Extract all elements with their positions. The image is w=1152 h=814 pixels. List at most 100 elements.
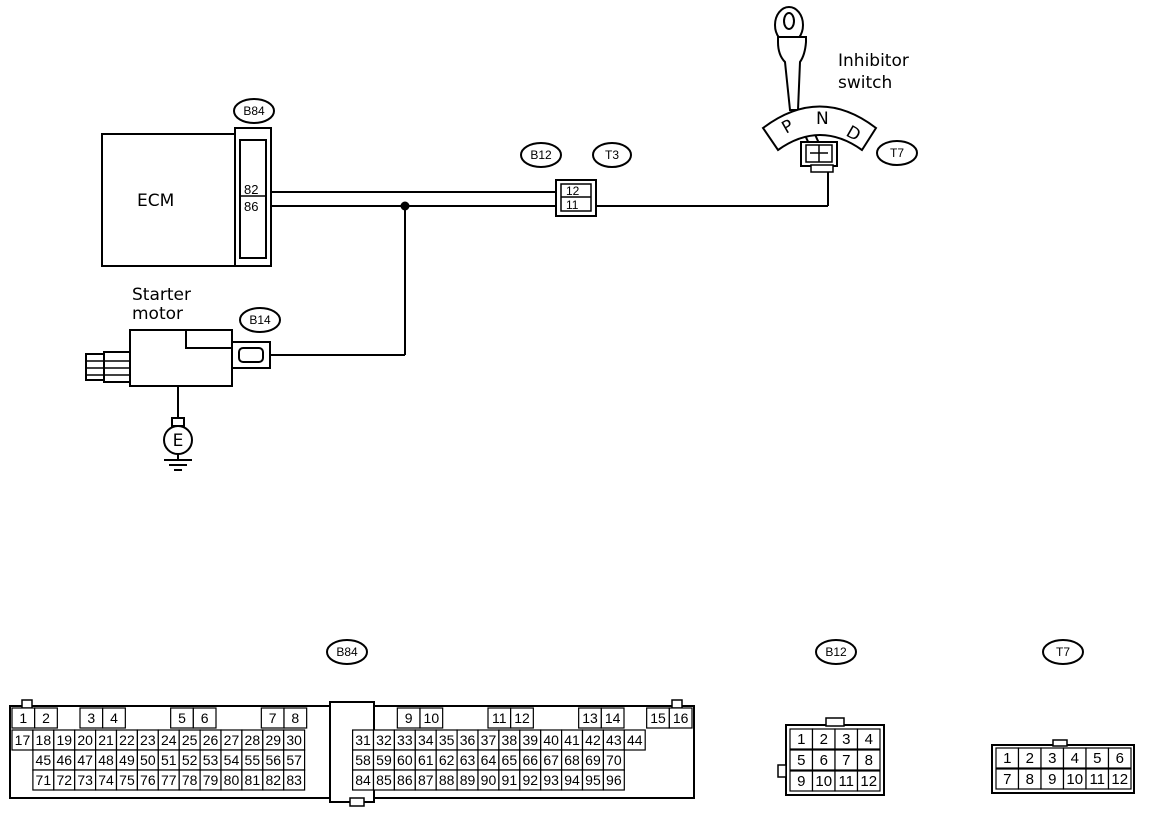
inhibitor-label-line1: Inhibitor	[838, 51, 909, 71]
b12-pin-cell	[856, 749, 881, 771]
b84-pin-cell	[419, 707, 444, 729]
b84-pin-label: 23	[140, 732, 156, 748]
b84-pin-label: 87	[418, 772, 434, 788]
b84-pin-label: 64	[481, 752, 497, 768]
b84-pin-label: 51	[161, 752, 177, 768]
b84-pin-label: 53	[203, 752, 219, 768]
b84-pin-cell	[668, 707, 693, 729]
b84-pin-label: 77	[161, 772, 177, 788]
b12-pin-label: 7	[842, 752, 850, 769]
b84-pin-label: 21	[98, 732, 114, 748]
b84-pin-label: 60	[397, 752, 413, 768]
t7-pin-label: 7	[1003, 771, 1011, 788]
tag-b84-view: B84	[326, 639, 368, 665]
b84-pin-label: 44	[627, 732, 643, 748]
b84-pin-label: 59	[376, 752, 392, 768]
starter-label-line1: Starter	[132, 285, 191, 305]
t7-pin-label: 11	[1089, 771, 1105, 788]
svg-text:B84: B84	[336, 645, 358, 659]
b84-pin-label: 36	[460, 732, 476, 748]
b84-pin-label: 46	[56, 752, 72, 768]
b84-pin-label: 91	[502, 772, 518, 788]
b84-pin-label: 38	[502, 732, 518, 748]
inhibitor-label-line2: switch	[838, 73, 892, 93]
b84-pin-label: 78	[182, 772, 198, 788]
t7-pin-label: 4	[1071, 750, 1079, 767]
tag-b84-ecm: B84	[233, 98, 275, 124]
b84-pin-label: 72	[56, 772, 72, 788]
svg-text:T3: T3	[605, 148, 619, 162]
b84-pin-label: 84	[355, 772, 371, 788]
b84-pin-label: 41	[564, 732, 580, 748]
b84-pin-label: 45	[36, 752, 52, 768]
b84-pin-label: 14	[605, 710, 621, 726]
t7-pin-label: 12	[1111, 771, 1128, 788]
b84-pin-label: 48	[98, 752, 114, 768]
b12-pin-label: 9	[797, 773, 805, 790]
t7-pin-cell	[1107, 768, 1132, 790]
b84-pin-label: 69	[585, 752, 601, 768]
b84-pin-label: 68	[564, 752, 580, 768]
tag-b12-view: B12	[815, 639, 857, 665]
t7-pin-label: 3	[1048, 750, 1056, 767]
b84-pin-label: 79	[203, 772, 219, 788]
wires	[270, 172, 829, 356]
b84-pin-label: 9	[405, 710, 413, 726]
b84-pin-label: 5	[178, 710, 186, 726]
b84-pin-label: 42	[585, 732, 601, 748]
b84-pin-label: 93	[543, 772, 559, 788]
tag-t3: T3	[592, 142, 632, 168]
b84-pin-label: 3	[87, 710, 95, 726]
b84-pin-label: 62	[439, 752, 455, 768]
b84-pin-label: 47	[77, 752, 93, 768]
b84-pin-label: 37	[481, 732, 497, 748]
b84-pin-cell	[510, 707, 534, 729]
b84-pin-label: 11	[492, 710, 507, 726]
t7-pin-label: 8	[1026, 771, 1034, 788]
t7-pin-label: 9	[1048, 771, 1056, 788]
b84-pin-label: 7	[269, 710, 277, 726]
b84-pin-label: 85	[376, 772, 392, 788]
b12-pin-label: 4	[865, 731, 873, 748]
b84-pin-label: 80	[224, 772, 240, 788]
svg-text:B84: B84	[243, 104, 265, 118]
b84-pin-label: 24	[161, 732, 177, 748]
b84-pin-label: 12	[514, 710, 530, 726]
b84-pin-label: 22	[119, 732, 135, 748]
t7-pin-label: 10	[1066, 771, 1083, 788]
b84-pin-label: 82	[265, 772, 281, 788]
b84-pin-label: 65	[502, 752, 518, 768]
b84-pin-label: 40	[543, 732, 559, 748]
b12-pin-label: 3	[842, 731, 850, 748]
b84-pin-label: 76	[140, 772, 156, 788]
ground-label: E	[173, 431, 184, 451]
b84-pin-label: 10	[424, 710, 440, 726]
ecm-label: ECM	[137, 191, 174, 211]
t7-pin-cell	[1107, 747, 1132, 769]
b84-pin-label: 67	[543, 752, 559, 768]
b84-pin-label: 95	[585, 772, 601, 788]
b84-pin-label: 29	[265, 732, 281, 748]
b12-pin-cell	[856, 728, 881, 750]
b84-pin-label: 39	[522, 732, 538, 748]
b84-pin-label: 92	[522, 772, 538, 788]
b84-pin-label: 57	[286, 752, 302, 768]
b84-pin-label: 63	[460, 752, 476, 768]
b84-pin-label: 86	[397, 772, 413, 788]
b84-pin-label: 70	[606, 752, 622, 768]
b12-pin-label: 12	[860, 773, 877, 790]
b12-pin-label: 10	[815, 773, 832, 790]
t7-pin-label: 6	[1116, 750, 1124, 767]
b12-pin-label: 11	[838, 773, 854, 790]
b84-pin-label: 31	[355, 732, 371, 748]
b84-pin-label: 58	[355, 752, 371, 768]
b84-pin-label: 16	[673, 710, 689, 726]
tag-t7-view: T7	[1042, 639, 1084, 665]
t7-pin-label: 1	[1003, 750, 1011, 767]
b84-pin-label: 25	[182, 732, 198, 748]
joint-pin-11: 11	[566, 198, 579, 212]
b84-pin-cell	[600, 707, 625, 729]
b84-pin-label: 8	[291, 710, 299, 726]
